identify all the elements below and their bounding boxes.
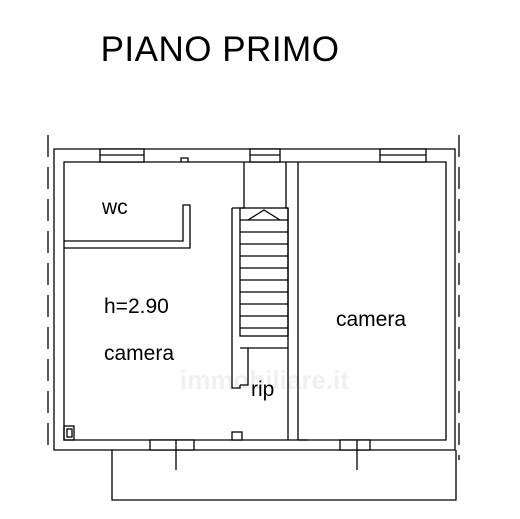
stair-arrow <box>247 209 281 221</box>
window-bottom-left <box>149 439 195 451</box>
room-label-camera-right: camera <box>336 308 407 331</box>
corner-pillar <box>63 425 75 441</box>
plan-title: PIANO PRIMO <box>100 30 340 69</box>
window-bottom-right <box>339 439 371 451</box>
staircase <box>239 207 289 337</box>
room-height-label: h=2.90 <box>104 295 169 318</box>
stair-top-right <box>285 162 288 209</box>
wc-wall <box>64 204 191 249</box>
stair-top-left <box>232 162 245 209</box>
stair-left-wall <box>231 208 241 389</box>
watermark: immobiliare.it <box>180 365 350 395</box>
outer-wall-outer <box>53 148 456 451</box>
room-label-camera-left: camera <box>104 342 175 365</box>
room-label-rip: rip <box>251 378 275 401</box>
outer-wall-inner <box>63 161 447 441</box>
bottom-notch <box>231 431 243 441</box>
top-notch <box>180 157 189 162</box>
room-label-wc: wc <box>102 196 128 219</box>
balcony <box>111 450 457 501</box>
